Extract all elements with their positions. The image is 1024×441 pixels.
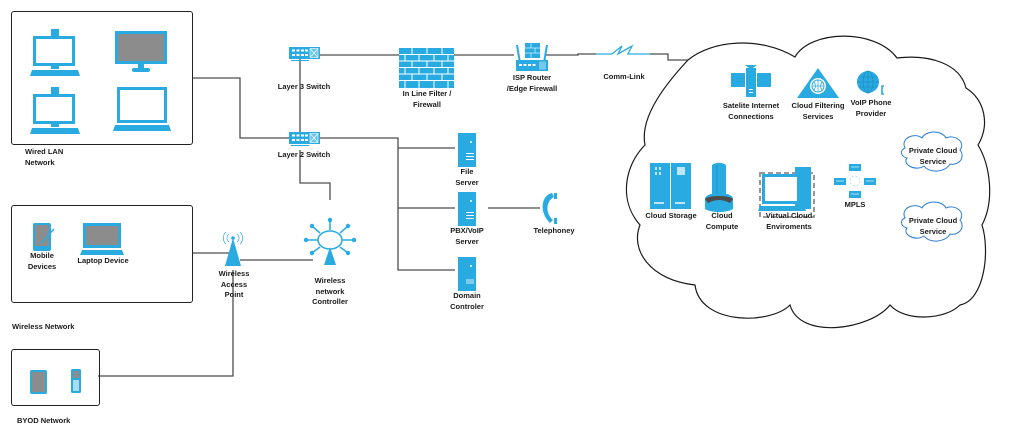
monitor-icon bbox=[115, 31, 167, 72]
firewall-label: In Line Filter / Firewall bbox=[402, 89, 452, 109]
mobile-devices-label: Mobile Devices bbox=[27, 251, 57, 271]
file-server-label: File Server bbox=[455, 167, 479, 187]
cloud-storage-label: Cloud Storage bbox=[645, 211, 697, 220]
layer2-switch-label: Layer 2 Switch bbox=[277, 150, 331, 159]
comm-link-lightning-icon bbox=[596, 44, 650, 56]
wireless-access-point-icon bbox=[222, 231, 244, 266]
file-server-icon bbox=[458, 133, 476, 167]
connection-lines bbox=[98, 53, 938, 377]
laptop-icon bbox=[113, 87, 171, 131]
laptop-device-label: Laptop Device bbox=[77, 256, 129, 265]
layer2-switch-icon bbox=[289, 132, 320, 146]
telephony-label: Telephoney bbox=[533, 226, 575, 235]
laptop-icon bbox=[80, 223, 124, 255]
satellite-icon bbox=[731, 65, 771, 97]
desktop-pc-icon bbox=[30, 29, 80, 76]
pbx-voip-server-icon bbox=[458, 192, 476, 226]
tablet-icon bbox=[30, 370, 47, 394]
layer3-switch-icon bbox=[289, 47, 320, 61]
comm-link-label: Comm-Link bbox=[603, 72, 645, 81]
layer3-switch-label: Layer 3 Switch bbox=[277, 82, 331, 91]
virtual-cloud-label: Virtual Cloud Enviroments bbox=[765, 211, 813, 231]
domain-controller-icon bbox=[458, 257, 476, 291]
link-layer2-to-controller bbox=[299, 150, 331, 200]
tablet-stylus-icon bbox=[33, 223, 55, 251]
link-layer2-to-servers bbox=[318, 137, 455, 271]
isp-router-icon bbox=[516, 43, 548, 71]
isp-router-label: ISP Router /Edge Firewall bbox=[506, 73, 558, 93]
telephone-handset-icon bbox=[542, 193, 557, 224]
voip-provider-label: VoIP Phone Provider bbox=[850, 98, 892, 118]
byod-network-label: BYOD Network bbox=[17, 416, 71, 425]
private-cloud-2-label: Private Cloud Service bbox=[908, 216, 958, 236]
private-cloud-1-shape bbox=[901, 131, 963, 172]
wireless-controller-label: Wireless network Controller bbox=[312, 276, 348, 306]
wireless-network-label: Wireless Network bbox=[12, 322, 75, 331]
wired-lan-region bbox=[11, 11, 193, 145]
link-ap-to-byod bbox=[98, 270, 234, 377]
mobile-phone-icon bbox=[71, 369, 81, 393]
domain-controller-label: Domain Controler bbox=[450, 291, 484, 311]
cloud-compute-label: Cloud Compute bbox=[705, 211, 739, 231]
voip-globe-icon bbox=[857, 70, 884, 95]
wireless-network-region bbox=[11, 205, 193, 303]
wireless-ap-label: Wireless Access Point bbox=[218, 269, 250, 299]
cloud-filtering-label: Cloud Filtering Services bbox=[791, 101, 845, 121]
byod-network-region bbox=[11, 349, 100, 406]
mpls-icon bbox=[834, 164, 876, 198]
virtual-cloud-environment-icon bbox=[758, 167, 815, 218]
mpls-label: MPLS bbox=[844, 200, 866, 209]
cloud-storage-icon bbox=[650, 163, 691, 209]
desktop-pc-icon bbox=[30, 87, 80, 134]
link-wired-lan-to-layer2 bbox=[192, 77, 290, 139]
firewall-icon bbox=[399, 48, 454, 88]
link-isp-to-commlink bbox=[546, 53, 596, 56]
link-commlink-to-cloud bbox=[650, 53, 688, 61]
cloud-filtering-icon bbox=[797, 68, 839, 98]
wired-lan-label: Wired LAN Network bbox=[25, 147, 64, 167]
private-cloud-2-shape bbox=[901, 201, 963, 242]
private-cloud-1-label: Private Cloud Service bbox=[908, 146, 958, 166]
satellite-label: Satelite Internet Connections bbox=[722, 101, 780, 121]
cloud-compute-icon bbox=[705, 162, 733, 212]
pbx-server-label: PBX/VoIP Server bbox=[450, 226, 484, 246]
wireless-controller-icon bbox=[303, 217, 357, 265]
